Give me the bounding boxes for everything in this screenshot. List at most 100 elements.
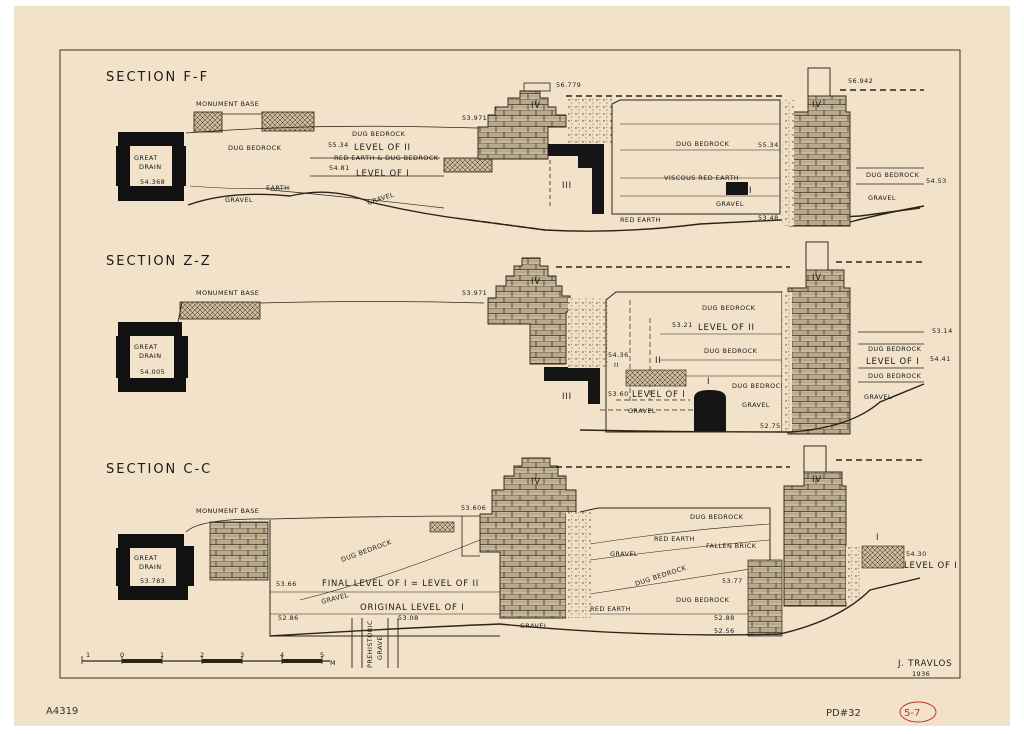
section-z-z: SECTION Z-Z GREAT DRAIN 54.005 MONUMENT … — [106, 241, 952, 435]
svg-text:DUG BEDROCK: DUG BEDROCK — [868, 372, 922, 380]
svg-text:54.81: 54.81 — [329, 164, 350, 172]
svg-text:53.783: 53.783 — [140, 577, 165, 585]
svg-text:1: 1 — [160, 651, 165, 659]
pd-number: PD#32 — [826, 708, 861, 719]
section-z-z-title: SECTION Z-Z — [106, 254, 212, 269]
svg-text:LEVEL OF I: LEVEL OF I — [356, 169, 410, 179]
svg-text:VISCOUS RED EARTH: VISCOUS RED EARTH — [664, 174, 739, 182]
great-drain-f — [116, 132, 186, 201]
svg-text:PREHISTORIC: PREHISTORIC — [366, 620, 374, 668]
svg-text:GRAVEL: GRAVEL — [520, 622, 548, 630]
svg-text:I: I — [707, 377, 710, 387]
svg-text:MONUMENT BASE: MONUMENT BASE — [196, 507, 259, 515]
monument-iv-z-right: IV — [787, 241, 851, 435]
svg-text:53.48: 53.48 — [758, 214, 779, 222]
svg-text:1: 1 — [86, 651, 91, 659]
svg-text:IV: IV — [812, 273, 822, 283]
svg-text:ORIGINAL LEVEL OF I: ORIGINAL LEVEL OF I — [360, 603, 465, 613]
svg-text:I: I — [876, 533, 879, 543]
svg-text:DUG BEDROCK: DUG BEDROCK — [732, 382, 786, 390]
svg-text:IV: IV — [812, 475, 822, 485]
svg-text:EARTH: EARTH — [266, 184, 289, 192]
svg-text:IV: IV — [531, 277, 541, 287]
svg-text:54.30: 54.30 — [906, 550, 927, 558]
catalog-number: A4319 — [46, 706, 78, 717]
svg-text:55.34: 55.34 — [758, 141, 779, 149]
svg-text:GRAVE: GRAVE — [376, 636, 384, 660]
svg-text:FINAL LEVEL OF I = LEVEL OF II: FINAL LEVEL OF I = LEVEL OF II — [322, 579, 479, 589]
svg-text:52.86: 52.86 — [278, 614, 299, 622]
svg-text:LEVEL OF I: LEVEL OF I — [904, 561, 958, 571]
svg-text:DRAIN: DRAIN — [139, 163, 161, 171]
svg-text:LEVEL OF II: LEVEL OF II — [698, 323, 755, 333]
monument-iv-z-left: IV — [487, 257, 571, 365]
svg-text:56.779: 56.779 — [556, 81, 581, 89]
svg-text:53.606: 53.606 — [461, 504, 486, 512]
svg-text:DUG BEDROCK: DUG BEDROCK — [690, 513, 744, 521]
svg-text:DUG BEDROCK: DUG BEDROCK — [704, 347, 758, 355]
svg-text:DUG BEDROCK: DUG BEDROCK — [228, 144, 282, 152]
svg-text:3: 3 — [240, 651, 245, 659]
section-c-c-title: SECTION C-C — [106, 462, 212, 477]
svg-text:GRAVEL: GRAVEL — [864, 393, 892, 401]
svg-text:53.60: 53.60 — [608, 390, 629, 398]
svg-text:52.75: 52.75 — [760, 422, 781, 430]
svg-text:I: I — [749, 186, 752, 196]
svg-text:MONUMENT BASE: MONUMENT BASE — [196, 100, 259, 108]
svg-text:MONUMENT BASE: MONUMENT BASE — [196, 289, 259, 297]
svg-text:GRAVEL: GRAVEL — [628, 407, 656, 415]
svg-text:FALLEN BRICK: FALLEN BRICK — [706, 542, 757, 550]
scale-bar: 1 0 1 2 3 4 5 M — [81, 651, 336, 667]
svg-text:GREAT: GREAT — [134, 154, 158, 162]
svg-text:GRAVEL: GRAVEL — [716, 200, 744, 208]
svg-text:DUG BEDROCK: DUG BEDROCK — [866, 171, 920, 179]
drawing-border — [59, 49, 961, 679]
svg-text:54.41: 54.41 — [930, 355, 951, 363]
monument-iv-c-left: IV — [479, 457, 577, 619]
svg-text:GREAT: GREAT — [134, 554, 158, 562]
svg-text:54.005: 54.005 — [140, 368, 165, 376]
monument-iv-f-left: IV — [477, 82, 567, 160]
svg-text:M: M — [330, 659, 336, 667]
svg-text:56.942: 56.942 — [848, 77, 873, 85]
svg-text:54.36: 54.36 — [608, 351, 629, 359]
svg-text:DRAIN: DRAIN — [139, 352, 161, 360]
svg-text:RED EARTH: RED EARTH — [620, 216, 661, 224]
stamp-oval — [899, 701, 937, 723]
svg-text:DRAIN: DRAIN — [139, 563, 161, 571]
svg-text:DUG BEDROCK: DUG BEDROCK — [702, 304, 756, 312]
svg-text:53.77: 53.77 — [722, 577, 743, 585]
monument-iv-c-right: IV — [783, 445, 847, 607]
svg-text:III: III — [562, 181, 572, 191]
svg-text:DUG BEDROCK: DUG BEDROCK — [676, 596, 730, 604]
svg-text:LEVEL OF I: LEVEL OF I — [866, 357, 920, 367]
svg-text:IV: IV — [531, 477, 541, 487]
svg-text:53.08: 53.08 — [398, 614, 419, 622]
author: J. TRAVLOS — [897, 659, 952, 669]
great-drain-c — [116, 534, 194, 600]
section-f-f: SECTION F-F GREAT DRAIN 54.368 MONUMENT … — [106, 67, 946, 232]
svg-text:53.971: 53.971 — [462, 289, 487, 297]
monument-iv-f-right: IV — [789, 67, 851, 227]
svg-text:52.88: 52.88 — [714, 614, 735, 622]
svg-text:55.34: 55.34 — [328, 141, 349, 149]
svg-text:4: 4 — [280, 651, 285, 659]
svg-text:53.971: 53.971 — [462, 114, 487, 122]
svg-text:52.56: 52.56 — [714, 627, 735, 635]
great-drain-z — [116, 322, 188, 392]
year: 1936 — [912, 670, 930, 678]
svg-text:53.21: 53.21 — [672, 321, 693, 329]
svg-text:RED EARTH: RED EARTH — [654, 535, 695, 543]
svg-text:II: II — [614, 361, 619, 369]
svg-text:GRAVEL: GRAVEL — [610, 550, 638, 558]
svg-text:RED EARTH & DUG BEDROCK: RED EARTH & DUG BEDROCK — [334, 154, 439, 162]
svg-text:II: II — [655, 356, 662, 366]
svg-text:IV: IV — [812, 100, 822, 110]
svg-text:GRAVEL: GRAVEL — [225, 196, 253, 204]
svg-text:III: III — [562, 392, 572, 402]
svg-text:RED EARTH: RED EARTH — [590, 605, 631, 613]
svg-text:GRAVEL: GRAVEL — [868, 194, 896, 202]
svg-text:54.368: 54.368 — [140, 178, 165, 186]
